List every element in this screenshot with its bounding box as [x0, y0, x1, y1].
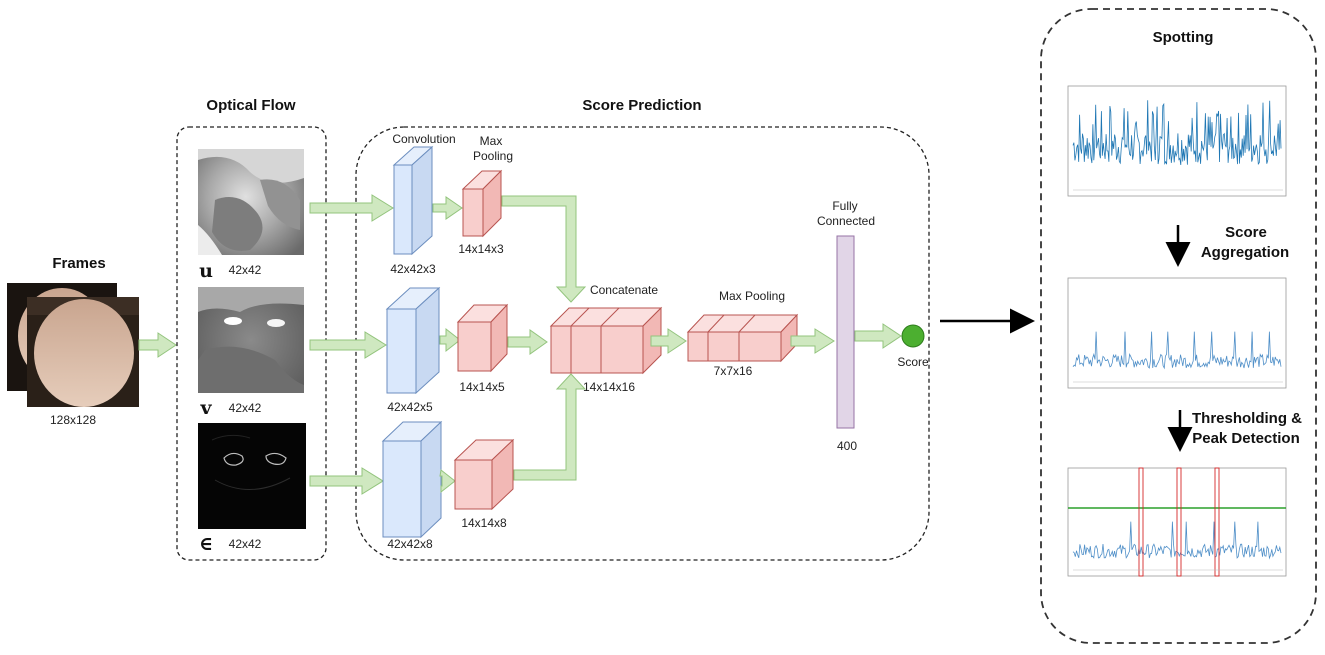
arrow-maxpool-to-fc: [790, 328, 835, 354]
peak-marker-3: [1214, 467, 1220, 577]
conv-block-2: [385, 286, 441, 395]
score-prediction-title: Score Prediction: [582, 97, 701, 114]
flow-image-epsilon: [198, 423, 306, 529]
fully-connected-layer: [836, 235, 855, 429]
score-prediction-section: Score Prediction Convolution 42x42x3 42x…: [309, 97, 930, 561]
pool-size-2: 14x14x5: [459, 380, 505, 394]
maxpool-size-label: 7x7x16: [714, 364, 753, 378]
arrow-frames-to-flow: [138, 332, 177, 358]
flow-size-u: 42x42: [229, 263, 262, 277]
arrow-conv1-to-pool: [432, 196, 463, 220]
flow-size-v: 42x42: [229, 401, 262, 415]
face-frame-front: [27, 297, 139, 407]
optical-flow-box: [176, 126, 327, 561]
fc-size-label: 400: [837, 439, 857, 453]
max-pooling-label-top-1: Max: [480, 134, 503, 148]
score-aggregation-label-1: Score: [1225, 224, 1267, 241]
arrow-pool3-to-concat: [513, 373, 587, 481]
flow-symbol-u: u: [199, 260, 213, 282]
score-node: [901, 324, 925, 348]
flow-size-epsilon: 42x42: [229, 537, 262, 551]
thresholding-label-2: Peak Detection: [1192, 430, 1300, 447]
conv-block-3: [381, 420, 443, 539]
flow-symbol-epsilon: ∈: [199, 533, 213, 555]
pool-block-3: [453, 438, 515, 511]
arrow-concat-to-maxpool: [650, 328, 687, 354]
concatenate-label: Concatenate: [590, 283, 658, 297]
optical-flow-title: Optical Flow: [206, 97, 296, 114]
optical-flow-section: Optical Flow u 42x42 v 42x42: [176, 97, 327, 561]
arrow-conv3-to-pool: [439, 469, 456, 494]
fully-connected-label-2: Connected: [817, 214, 875, 228]
spotting-title: Spotting: [1153, 29, 1214, 46]
arrow-pool1-to-concat: [501, 195, 587, 303]
flow-image-v: [198, 287, 304, 393]
arrow-flow-u-to-conv: [309, 194, 394, 222]
score-aggregation-label-2: Aggregation: [1201, 244, 1289, 261]
fully-connected-label-1: Fully: [832, 199, 857, 213]
conv-block-1: [392, 145, 434, 256]
frames-size-label: 128x128: [50, 413, 96, 427]
arrow-flow-e-to-conv: [309, 467, 384, 495]
max-pooling-label: Max Pooling: [719, 289, 785, 303]
thresholding-label-1: Thresholding &: [1192, 410, 1302, 427]
arrow-flow-v-to-conv: [309, 331, 387, 359]
plot-aggregated-scores: [1067, 277, 1287, 389]
pool-size-3: 14x14x8: [461, 516, 507, 530]
plot-threshold-peaks: [1067, 467, 1287, 577]
max-pooling-label-top-2: Pooling: [473, 149, 513, 163]
convolution-label: Convolution: [392, 132, 455, 146]
flow-symbol-v: v: [199, 397, 212, 419]
plot-raw-scores: [1067, 85, 1287, 197]
peak-marker-2: [1176, 467, 1182, 577]
conv-size-1: 42x42x3: [390, 262, 436, 276]
arrow-fc-to-score: [854, 323, 902, 349]
spotting-box: [1040, 8, 1317, 644]
arrow-pool2-to-concat: [507, 329, 548, 355]
arrow-conv2-to-pool: [439, 327, 461, 353]
maxpool-block: [686, 313, 799, 363]
score-label: Score: [897, 355, 929, 369]
pool-size-1: 14x14x3: [458, 242, 504, 256]
concat-block: [549, 306, 663, 375]
spotting-section: Spotting Score Aggregation Thresholding …: [1040, 8, 1317, 644]
score-prediction-box: [355, 126, 930, 561]
conv-size-3: 42x42x8: [387, 537, 433, 551]
frames-section: Frames 128x128: [7, 255, 139, 427]
peak-marker-1: [1138, 467, 1144, 577]
frames-title: Frames: [52, 255, 105, 272]
concat-size-label: 14x14x16: [583, 380, 635, 394]
pool-block-2: [456, 303, 509, 373]
pool-block-1: [461, 169, 503, 238]
conv-size-2: 42x42x5: [387, 400, 433, 414]
flow-image-u: [198, 149, 304, 255]
